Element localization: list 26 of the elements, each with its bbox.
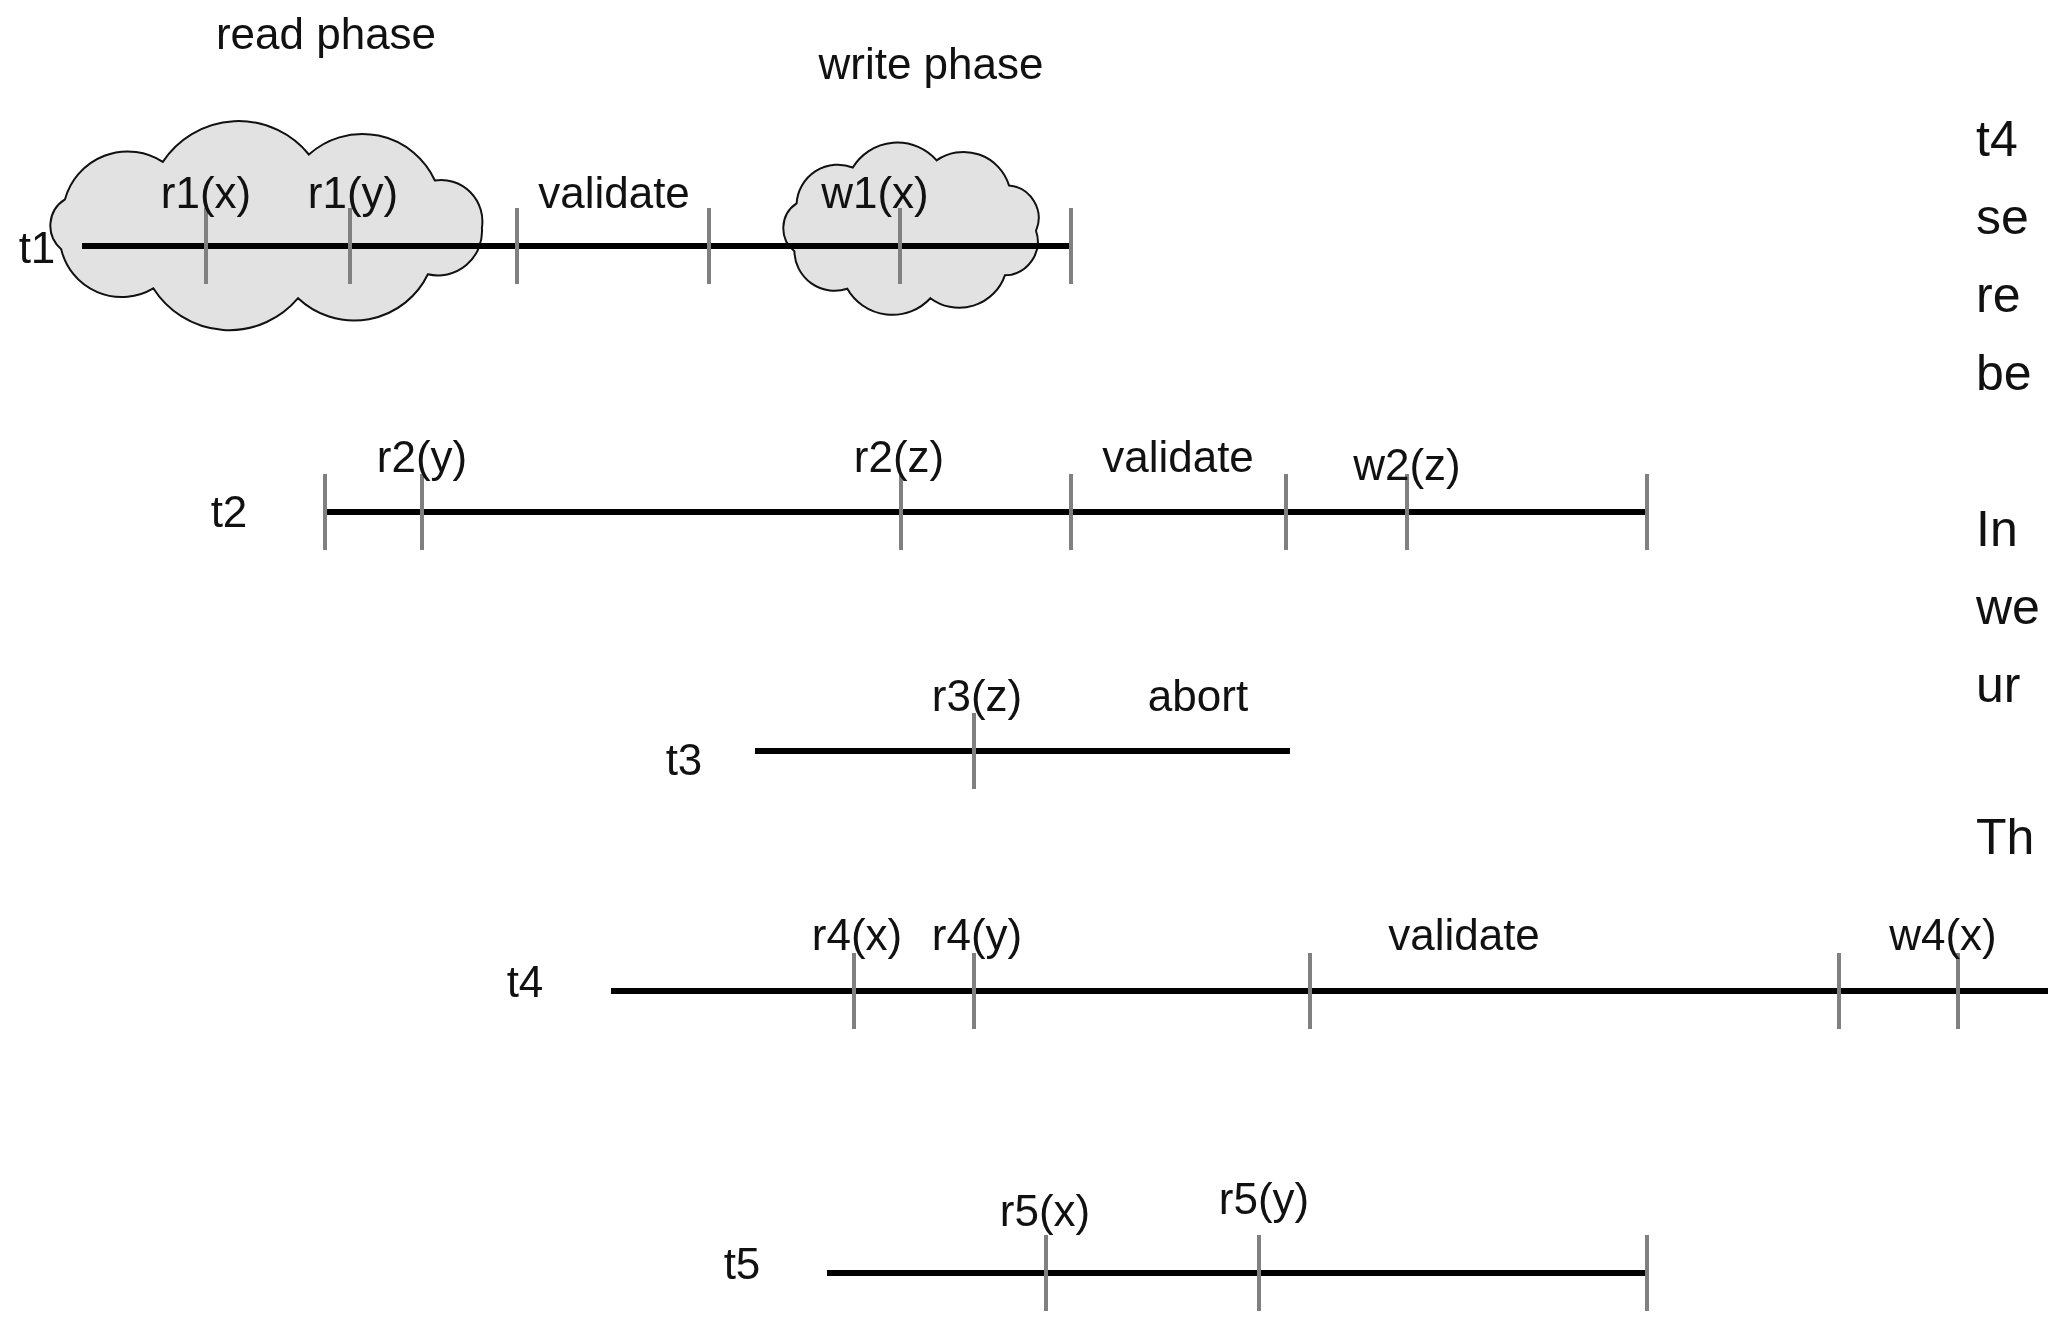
note-text: In we ur [1976, 500, 2040, 715]
operation-label: validate [538, 168, 690, 218]
operation-label: r1(x) [160, 168, 252, 218]
phase-heading: write phase [818, 40, 1044, 89]
operation-label: r4(y) [931, 910, 1023, 960]
operation-label: r3(z) [931, 671, 1023, 721]
operation-label: r1(y) [307, 168, 399, 218]
transaction-label: t2 [210, 487, 248, 537]
note-text: Th [1976, 808, 2035, 867]
operation-label: w2(z) [1353, 440, 1461, 490]
operation-label: w1(x) [821, 168, 929, 218]
operation-label: r2(z) [853, 432, 945, 482]
operation-label: abort [1147, 671, 1249, 721]
operation-label: r5(x) [999, 1186, 1091, 1236]
operation-label: r2(y) [376, 432, 468, 482]
operation-label: validate [1388, 910, 1540, 960]
operation-label: r5(y) [1218, 1174, 1310, 1224]
transaction-label: t1 [18, 223, 56, 273]
phase-heading: read phase [215, 10, 437, 59]
transaction-label: t3 [665, 735, 703, 785]
transaction-label: t4 [506, 957, 544, 1007]
operation-label: validate [1102, 432, 1254, 482]
operation-label: r4(x) [811, 910, 903, 960]
note-text: t4 se re be [1976, 110, 2032, 403]
transaction-label: t5 [723, 1239, 761, 1289]
operation-label: w4(x) [1889, 910, 1997, 960]
